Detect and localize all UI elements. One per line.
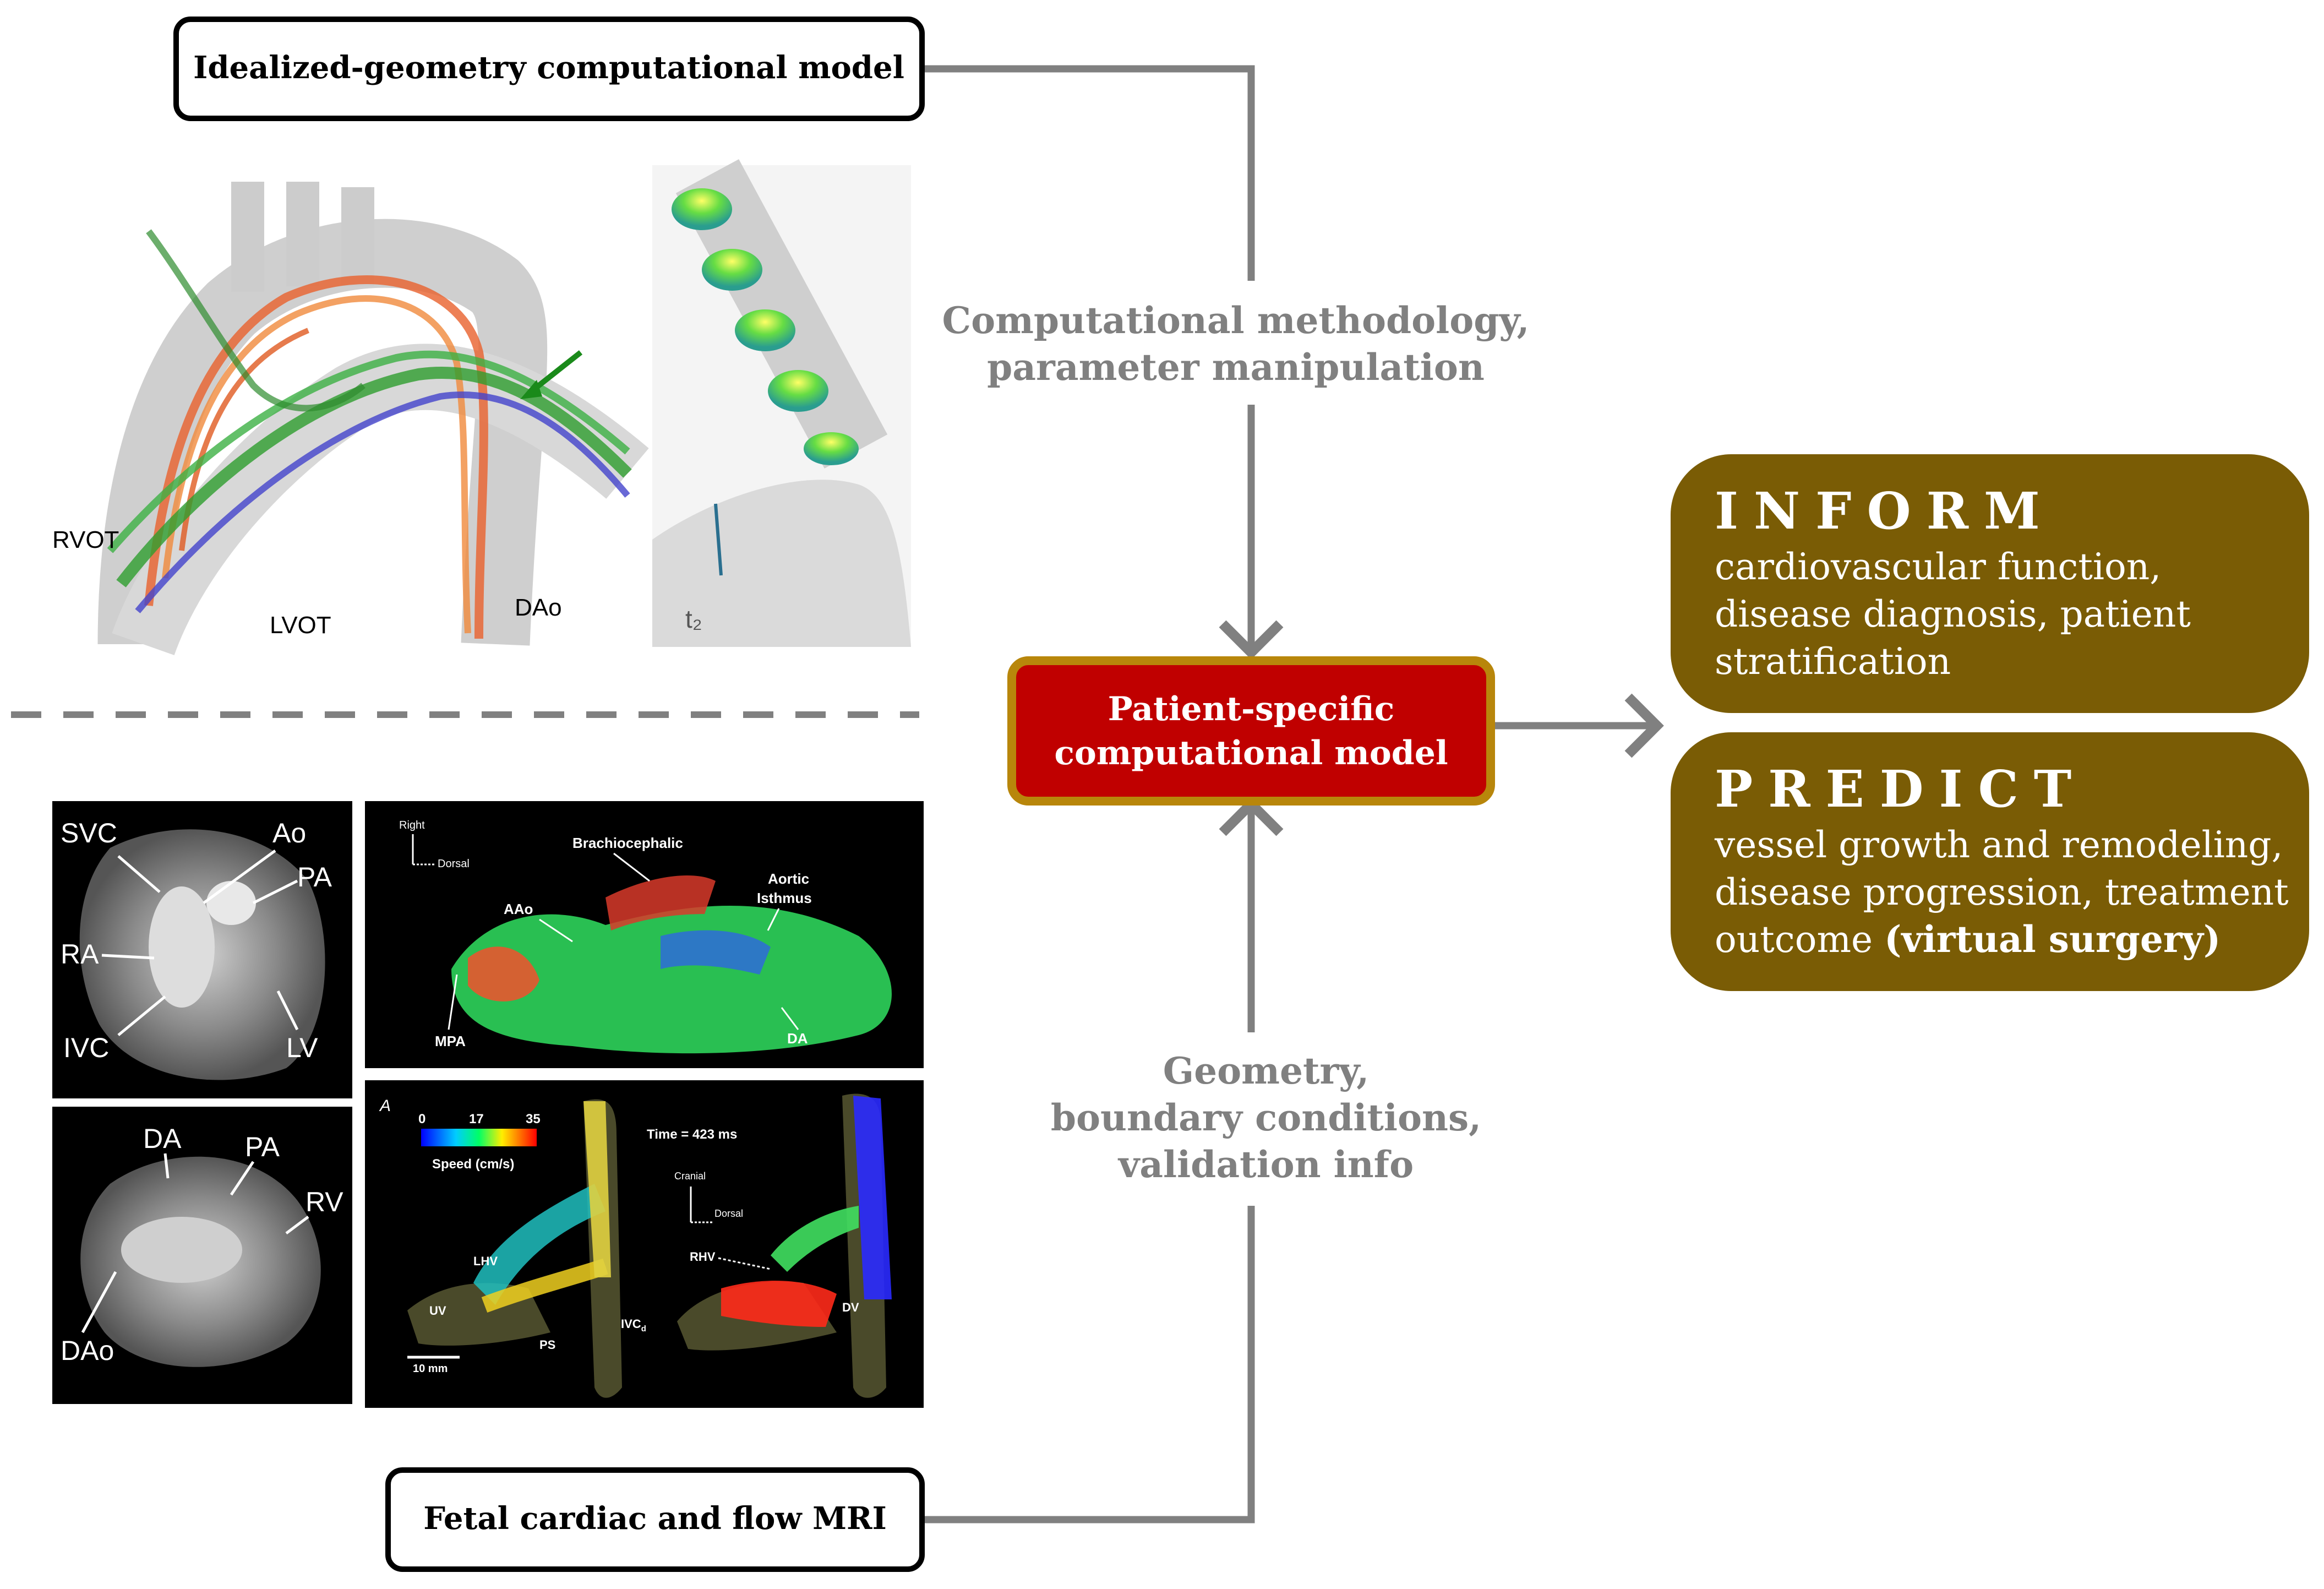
predict-line1: vessel growth and remodeling, bbox=[1714, 824, 2283, 866]
bottom-flow-line2: boundary conditions, bbox=[1051, 1096, 1481, 1139]
dorsal-orientation-label-1: Dorsal bbox=[438, 858, 470, 870]
mri-slice-1: SVC Ao PA RA IVC LV bbox=[52, 801, 352, 1098]
lhv-label: LHV bbox=[473, 1254, 498, 1268]
inform-line2: disease diagnosis, patient bbox=[1715, 593, 2191, 635]
ao-label: Ao bbox=[272, 818, 306, 848]
patient-specific-box: Patient-specific computational model bbox=[1007, 656, 1495, 806]
ivcd-sub: d bbox=[641, 1324, 646, 1334]
predict-title: PREDICT bbox=[1715, 759, 2087, 819]
predict-line3-b: (virtual surgery) bbox=[1884, 918, 2221, 961]
top-flow-line1: Computational methodology, bbox=[942, 299, 1530, 342]
top-flow-line2: parameter manipulation bbox=[987, 346, 1485, 389]
top-flow-label: Computational methodology, parameter man… bbox=[942, 299, 1530, 389]
brachiocephalic-label: Brachiocephalic bbox=[572, 835, 683, 851]
speed-colorbar bbox=[421, 1129, 537, 1146]
rhv-label: RHV bbox=[690, 1250, 716, 1264]
lvot-label: LVOT bbox=[270, 612, 331, 639]
svc-label: SVC bbox=[61, 818, 117, 848]
isthmus-label: Isthmus bbox=[757, 890, 812, 906]
speed-tick-35: 35 bbox=[526, 1112, 541, 1127]
uv-label: UV bbox=[429, 1304, 446, 1318]
pa-label-2: PA bbox=[245, 1131, 280, 1162]
right-orientation-label: Right bbox=[399, 819, 425, 831]
predict-line2: disease progression, treatment bbox=[1715, 871, 2289, 913]
mpa-label: MPA bbox=[435, 1033, 466, 1049]
ps-label: PS bbox=[539, 1338, 555, 1352]
predict-box: PREDICT vessel growth and remodeling, di… bbox=[1671, 732, 2309, 991]
connector-top bbox=[922, 65, 1284, 660]
panel-a-label: A bbox=[379, 1097, 391, 1115]
rvot-label: RVOT bbox=[52, 526, 119, 553]
speed-unit-label: Speed (cm/s) bbox=[432, 1157, 514, 1172]
predict-line3: outcome (virtual surgery) bbox=[1715, 918, 2221, 961]
dorsal-orientation-label-2: Dorsal bbox=[714, 1208, 743, 1219]
rv-label: RV bbox=[305, 1187, 343, 1217]
da-label-slice: DA bbox=[143, 1123, 182, 1154]
flow-mri-figure-2: A 0 17 35 Speed (cm/s) Time = 423 ms Cra… bbox=[365, 1080, 924, 1408]
mri-slice-2: DA PA RV DAo bbox=[52, 1107, 352, 1404]
aortic-label: Aortic bbox=[768, 870, 809, 887]
fetal-mri-box: Fetal cardiac and flow MRI bbox=[385, 1467, 925, 1572]
inform-line1: cardiovascular function, bbox=[1715, 546, 2161, 588]
idealized-model-label: Idealized-geometry computational model bbox=[193, 50, 904, 86]
bottom-flow-label: Geometry, boundary conditions, validatio… bbox=[1051, 1049, 1481, 1186]
dao-label: DAo bbox=[515, 594, 562, 621]
inform-title: INFORM bbox=[1715, 481, 2055, 541]
patient-specific-line2: computational model bbox=[1054, 734, 1448, 772]
dao-label-slice: DAo bbox=[61, 1335, 114, 1366]
speed-tick-17: 17 bbox=[469, 1112, 484, 1127]
cranial-label: Cranial bbox=[674, 1171, 706, 1182]
lv-label: LV bbox=[286, 1032, 318, 1063]
bottom-flow-line1: Geometry, bbox=[1163, 1049, 1369, 1092]
fetal-mri-label: Fetal cardiac and flow MRI bbox=[423, 1500, 887, 1537]
idealized-model-box: Idealized-geometry computational model bbox=[173, 17, 925, 121]
inform-box: INFORM cardiovascular function, disease … bbox=[1671, 454, 2309, 713]
time-label: Time = 423 ms bbox=[647, 1127, 737, 1142]
speed-tick-0: 0 bbox=[418, 1112, 425, 1127]
bottom-flow-line3: validation info bbox=[1117, 1143, 1414, 1186]
da-label-flow: DA bbox=[787, 1030, 808, 1047]
aortic-arch-figure: RVOT LVOT DAo bbox=[52, 165, 649, 656]
predict-line3-a: outcome bbox=[1715, 918, 1884, 961]
ivcd-main: IVC bbox=[621, 1317, 641, 1331]
ra-label: RA bbox=[61, 939, 99, 970]
dv-label: DV bbox=[842, 1300, 859, 1314]
inform-line3: stratification bbox=[1715, 640, 1951, 683]
flow-mri-figure-1: Right Dorsal Brachiocephalic Aortic Isth… bbox=[365, 801, 924, 1068]
patient-specific-line1: Patient-specific bbox=[1108, 690, 1395, 728]
t2-label: t₂ bbox=[685, 605, 702, 633]
ivc-label: IVC bbox=[63, 1032, 109, 1063]
pa-label-1: PA bbox=[297, 862, 332, 893]
scale-label: 10 mm bbox=[413, 1363, 448, 1375]
aao-label: AAo bbox=[504, 901, 533, 917]
branch-growth-figure: t₂ bbox=[652, 159, 911, 647]
ivcd-label: IVCd bbox=[621, 1317, 646, 1334]
connector-bottom bbox=[922, 797, 1284, 1523]
